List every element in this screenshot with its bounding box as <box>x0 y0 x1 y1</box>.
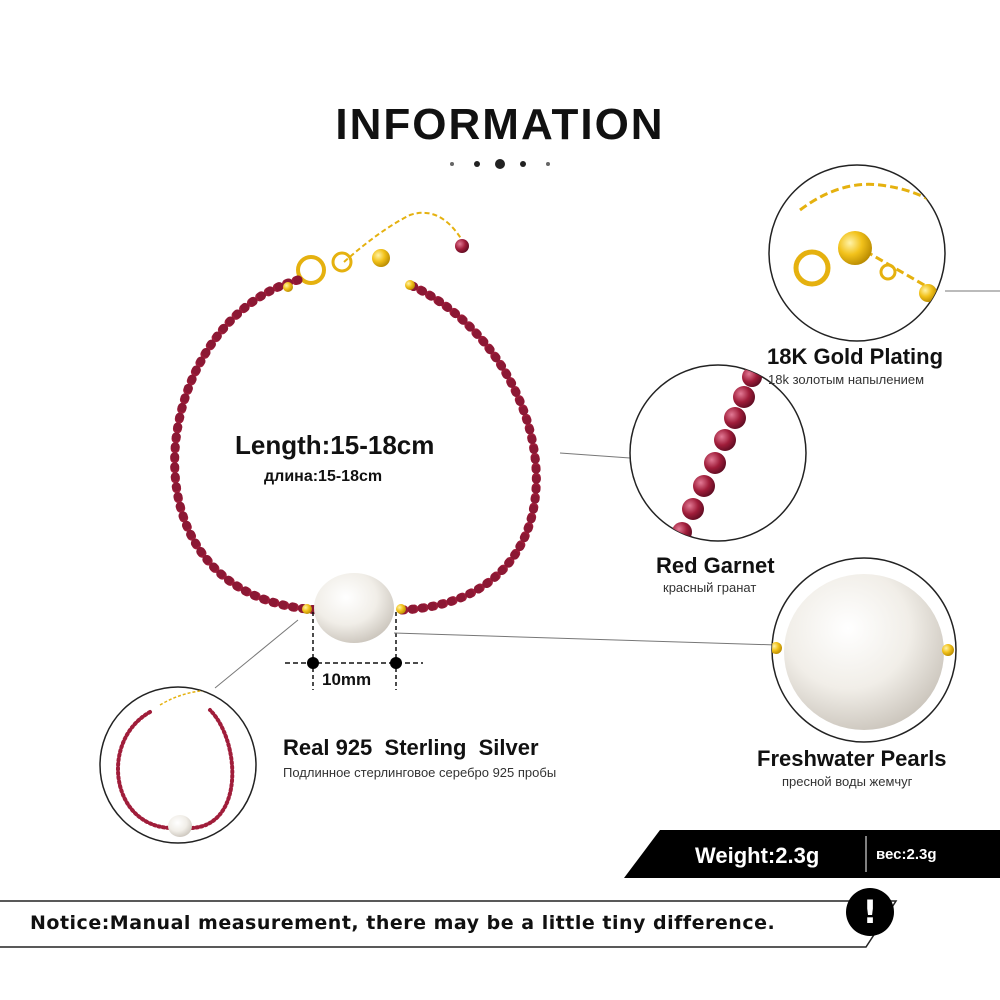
pearl-size-label: 10mm <box>322 670 372 689</box>
pearl-measurement <box>285 612 423 690</box>
length-label-ru: длина:15-18cm <box>264 468 383 485</box>
bracelet-thumbnail-circle <box>99 686 257 844</box>
decorative-dots <box>450 158 550 170</box>
sterling-silver-title: Real 925 Sterling Silver <box>283 735 539 760</box>
main-pearl <box>314 573 394 643</box>
freshwater-pearls-title: Freshwater Pearls <box>757 746 947 771</box>
exclamation-icon: ! <box>846 888 894 936</box>
gold-plating-subtitle: 18k золотым напылением <box>768 372 925 387</box>
callout-connectors <box>214 290 1000 689</box>
sterling-silver-subtitle: Подлинное стерлинговое серебро 925 пробы <box>283 765 557 780</box>
page-title: INFORMATION <box>335 100 665 149</box>
weight-banner <box>624 830 1000 878</box>
gold-detail-circle <box>768 164 946 342</box>
weight-label-ru: вес:2.3g <box>876 846 937 863</box>
length-label: Length:15-18cm <box>235 430 435 460</box>
gold-plating-title: 18K Gold Plating <box>767 344 944 369</box>
weight-label: Weight:2.3g <box>695 843 820 868</box>
pearl-detail-circle <box>771 557 957 743</box>
notice-text: Notice:Manual measurement, there may be … <box>30 912 776 934</box>
garnet-detail-circle <box>629 364 807 542</box>
freshwater-pearls-subtitle: пресной воды жемчуг <box>782 774 913 789</box>
bracelet-chain <box>296 211 469 285</box>
red-garnet-subtitle: красный гранат <box>663 580 757 595</box>
red-garnet-title: Red Garnet <box>656 553 775 578</box>
